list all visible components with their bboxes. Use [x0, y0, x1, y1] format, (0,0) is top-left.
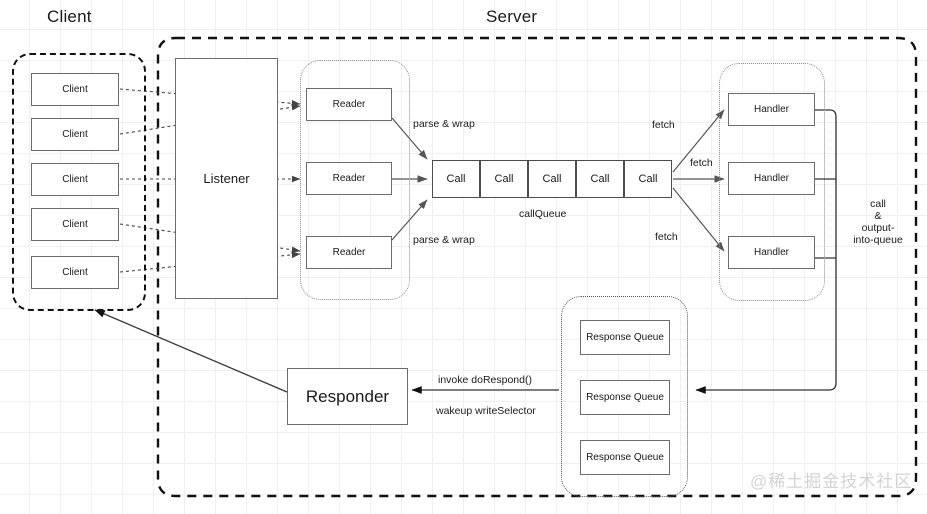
client-box-1-label: Client	[62, 84, 88, 95]
edge-label-call-output-4: into-queue	[853, 234, 903, 247]
client-box-1[interactable]: Client	[31, 73, 119, 106]
listener-label: Listener	[203, 171, 250, 186]
client-group	[12, 53, 146, 311]
response-queue-box-1-label: Response Queue	[586, 332, 664, 343]
edge-label-invoke-dorespond: invoke doRespond()	[438, 374, 532, 386]
call-cell-4-label: Call	[590, 173, 610, 185]
edge-callqueue-handler3	[672, 187, 725, 252]
client-box-5-label: Client	[62, 267, 88, 278]
reader-box-3-label: Reader	[332, 247, 366, 258]
server-section-title: Server	[486, 7, 538, 26]
responder-box[interactable]: Responder	[287, 368, 408, 425]
client-box-3[interactable]: Client	[31, 163, 119, 196]
client-box-4-label: Client	[62, 219, 88, 230]
edge-label-call-output-3: output-	[861, 222, 895, 235]
client-box-5[interactable]: Client	[31, 256, 119, 289]
call-cell-2-label: Call	[494, 173, 514, 185]
callqueue-caption: callQueue	[519, 208, 567, 220]
call-cell-1-label: Call	[446, 173, 466, 185]
response-queue-box-3[interactable]: Response Queue	[580, 440, 670, 475]
call-cell-1[interactable]: Call	[432, 160, 480, 198]
client-box-2[interactable]: Client	[31, 118, 119, 151]
reader-box-3[interactable]: Reader	[306, 236, 392, 269]
reader-box-1-label: Reader	[332, 99, 366, 110]
edge-label-fetch-mid: fetch	[690, 157, 713, 169]
response-queue-box-3-label: Response Queue	[586, 452, 664, 463]
handler-group	[719, 63, 825, 301]
client-box-3-label: Client	[62, 174, 88, 185]
edge-label-fetch-top: fetch	[652, 119, 675, 131]
edge-label-call-output-2: &	[874, 210, 882, 223]
reader-box-2-label: Reader	[332, 173, 366, 184]
edge-label-fetch-bottom: fetch	[655, 231, 678, 243]
reader-box-2[interactable]: Reader	[306, 162, 392, 195]
client-box-4[interactable]: Client	[31, 208, 119, 241]
call-cell-3-label: Call	[542, 173, 562, 185]
handler-box-1-label: Handler	[753, 104, 790, 115]
client-section-title: Client	[47, 7, 92, 26]
responder-label: Responder	[305, 386, 390, 406]
reader-group	[300, 60, 410, 300]
call-cell-4[interactable]: Call	[576, 160, 624, 198]
edge-label-wakeup-writeselector: wakeup writeSelector	[436, 405, 536, 417]
listener-box[interactable]: Listener	[175, 58, 278, 299]
call-cell-5[interactable]: Call	[624, 160, 672, 198]
reader-box-1[interactable]: Reader	[306, 88, 392, 121]
client-box-2-label: Client	[62, 129, 88, 140]
handler-box-3-label: Handler	[753, 247, 790, 258]
call-cell-5-label: Call	[638, 173, 658, 185]
edge-label-call-output-1: call	[870, 198, 886, 210]
handler-box-1[interactable]: Handler	[728, 93, 815, 126]
edge-label-parse-wrap-bottom: parse & wrap	[413, 234, 475, 246]
handler-box-2[interactable]: Handler	[728, 162, 815, 195]
handler-box-2-label: Handler	[753, 173, 790, 184]
response-queue-box-2-label: Response Queue	[586, 392, 664, 403]
response-queue-group	[561, 296, 688, 497]
call-cell-2[interactable]: Call	[480, 160, 528, 198]
call-cell-3[interactable]: Call	[528, 160, 576, 198]
edge-responder-client	[94, 309, 288, 393]
response-queue-box-2[interactable]: Response Queue	[580, 380, 670, 415]
edge-label-parse-wrap-top: parse & wrap	[413, 118, 475, 130]
response-queue-box-1[interactable]: Response Queue	[580, 320, 670, 355]
handler-box-3[interactable]: Handler	[728, 236, 815, 269]
watermark: @稀土掘金技术社区	[750, 472, 913, 491]
